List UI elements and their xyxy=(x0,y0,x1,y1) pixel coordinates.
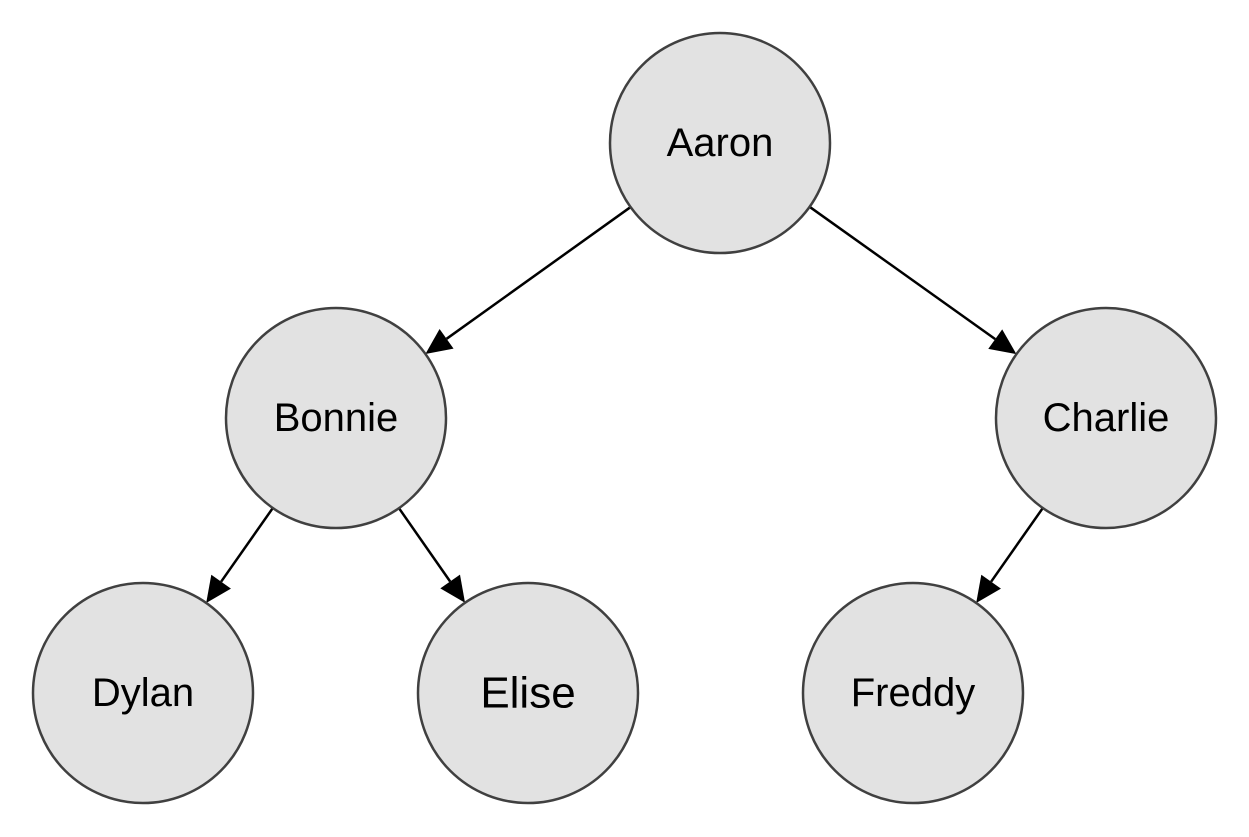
arrowhead-icon xyxy=(440,574,466,603)
node-elise: Elise xyxy=(416,581,640,805)
node-aaron: Aaron xyxy=(608,31,832,255)
edges-layer xyxy=(206,205,1044,603)
node-circle xyxy=(608,31,832,255)
edge-line xyxy=(990,507,1044,583)
node-label: Elise xyxy=(480,669,575,718)
arrowhead-icon xyxy=(206,574,231,603)
node-circle xyxy=(31,581,255,805)
edge-line xyxy=(220,507,274,583)
node-freddy: Freddy xyxy=(801,581,1025,805)
node-charlie: Charlie xyxy=(994,306,1218,530)
edge-line xyxy=(445,206,632,340)
node-label: Aaron xyxy=(667,121,774,165)
edge-bonnie-elise xyxy=(397,507,466,603)
node-circle xyxy=(801,581,1025,805)
edge-charlie-freddy xyxy=(976,507,1044,603)
arrowhead-icon xyxy=(976,574,1001,603)
edge-line xyxy=(808,205,996,341)
edge-bonnie-dylan xyxy=(206,507,274,603)
node-label: Charlie xyxy=(1043,396,1170,440)
arrowhead-icon xyxy=(988,329,1017,355)
edge-aaron-charlie xyxy=(808,205,1017,355)
node-label: Dylan xyxy=(92,671,194,715)
edge-aaron-bonnie xyxy=(425,206,632,354)
node-label: Freddy xyxy=(851,671,976,715)
node-dylan: Dylan xyxy=(31,581,255,805)
arrowhead-icon xyxy=(425,329,454,354)
node-circle xyxy=(224,306,448,530)
node-bonnie: Bonnie xyxy=(224,306,448,530)
node-circle xyxy=(994,306,1218,530)
edge-line xyxy=(397,507,452,583)
node-label: Bonnie xyxy=(274,396,399,440)
node-circle xyxy=(416,581,640,805)
